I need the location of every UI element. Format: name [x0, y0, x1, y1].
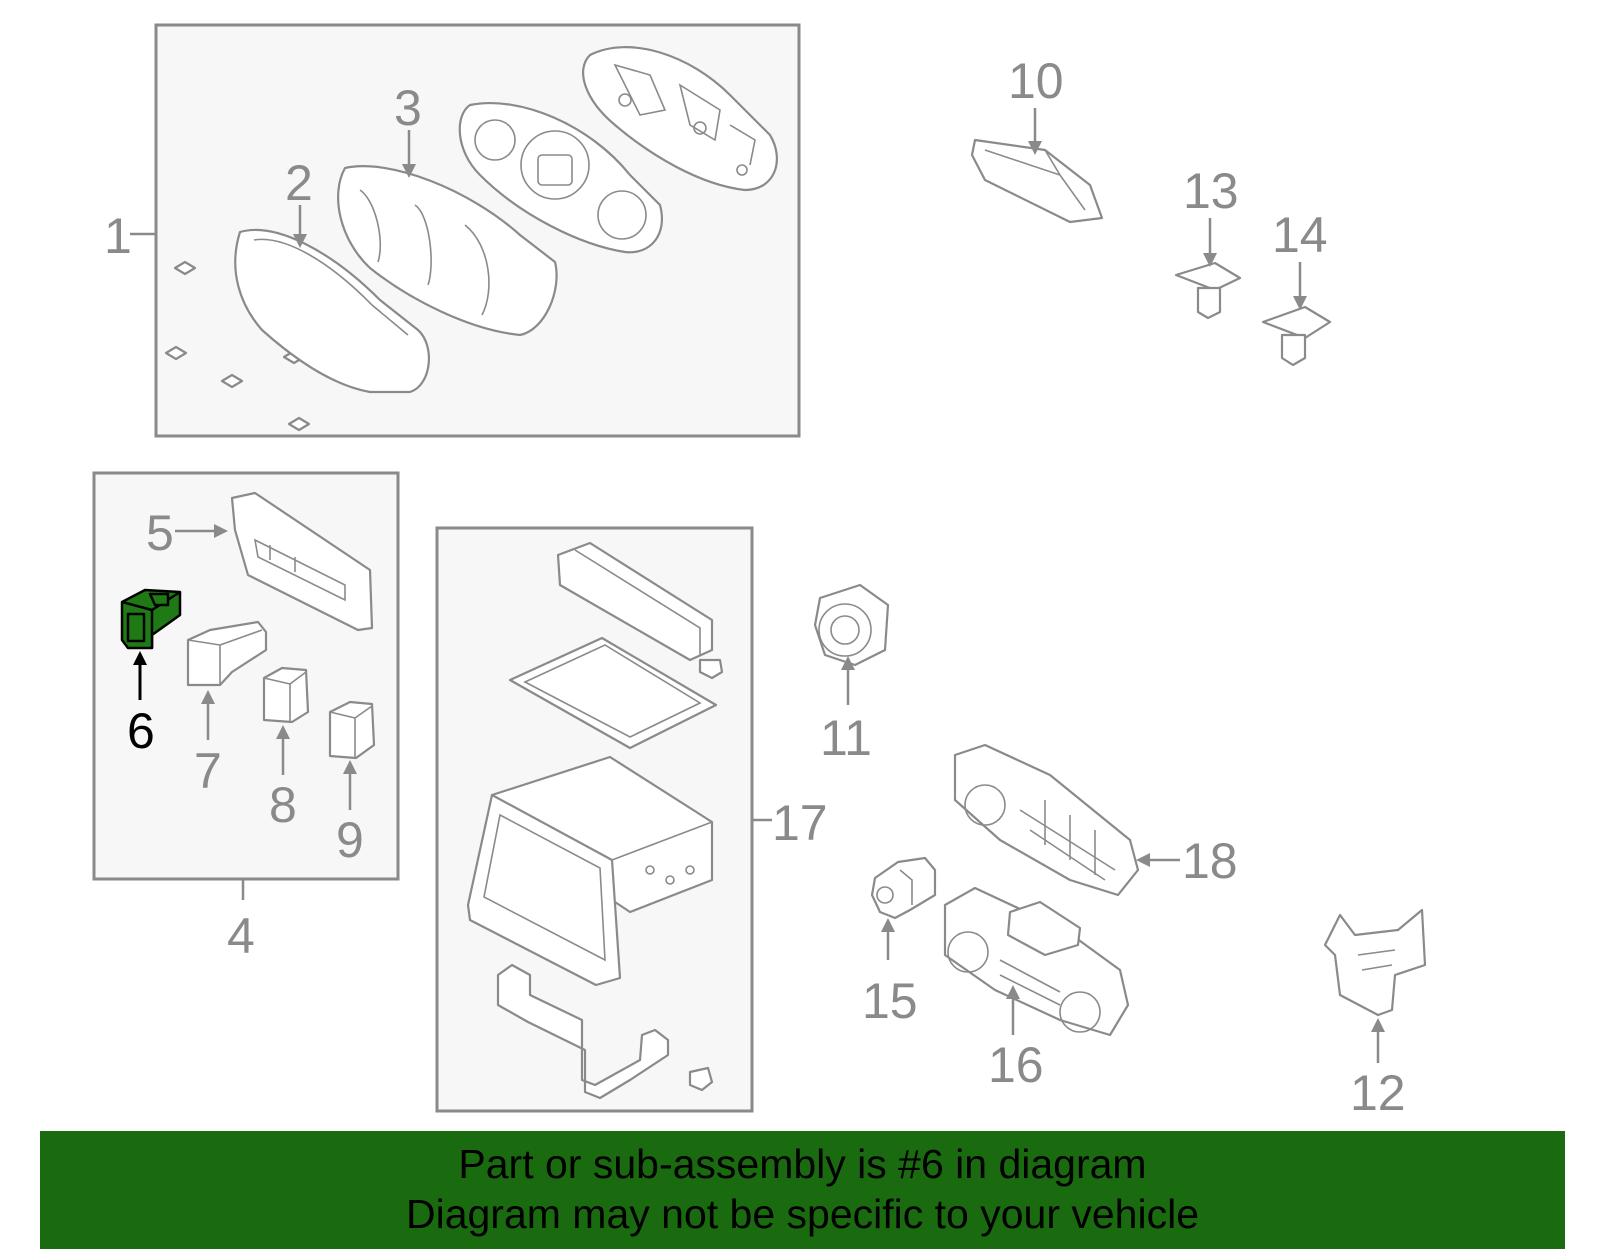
callout-7[interactable]: 7: [194, 743, 222, 799]
callout-1[interactable]: 1: [104, 208, 132, 264]
switch-part-9: [328, 700, 376, 760]
callout-15[interactable]: 15: [862, 973, 918, 1029]
knob-part-11: [813, 583, 890, 667]
cluster-gauge-face: [458, 102, 663, 254]
callout-2[interactable]: 2: [285, 155, 313, 211]
callout-12[interactable]: 12: [1350, 1065, 1406, 1121]
cluster-bezel-part-3: [337, 165, 558, 337]
callout-5[interactable]: 5: [146, 505, 174, 561]
cluster-lens-part-2: [234, 228, 430, 394]
callout-3[interactable]: 3: [394, 80, 422, 136]
callout-18[interactable]: 18: [1182, 833, 1238, 889]
callout-13[interactable]: 13: [1183, 163, 1239, 219]
callout-16[interactable]: 16: [988, 1037, 1044, 1093]
sensor-part-15: [870, 856, 937, 920]
head-unit-assembly: [466, 541, 724, 1100]
banner-line-2: Diagram may not be specific to your vehi…: [405, 1191, 1199, 1237]
callout-14[interactable]: 14: [1272, 207, 1328, 263]
switch-part-6-highlighted[interactable]: [120, 588, 182, 650]
switch-bar-part-10: [970, 138, 1104, 224]
switch-part-8: [262, 666, 310, 724]
cap-part-14: [1261, 305, 1332, 367]
switch-panel-part-5: [230, 491, 374, 632]
callout-6[interactable]: 6: [127, 703, 155, 759]
info-banner: Part or sub-assembly is #6 in diagram Di…: [40, 1131, 1565, 1249]
bracket-part-12: [1323, 908, 1427, 1017]
cap-part-13: [1174, 261, 1242, 320]
callout-9[interactable]: 9: [336, 812, 364, 868]
switch-part-7: [186, 620, 268, 687]
callout-10[interactable]: 10: [1008, 53, 1064, 109]
callout-17[interactable]: 17: [772, 795, 828, 851]
control-panel-part-16: [943, 886, 1130, 1037]
callout-8[interactable]: 8: [269, 777, 297, 833]
cluster-rear-case: [582, 46, 778, 192]
callout-4[interactable]: 4: [227, 908, 255, 964]
callout-11[interactable]: 11: [820, 710, 872, 766]
banner-line-1: Part or sub-assembly is #6 in diagram: [458, 1141, 1147, 1187]
control-panel-part-18: [953, 743, 1140, 897]
